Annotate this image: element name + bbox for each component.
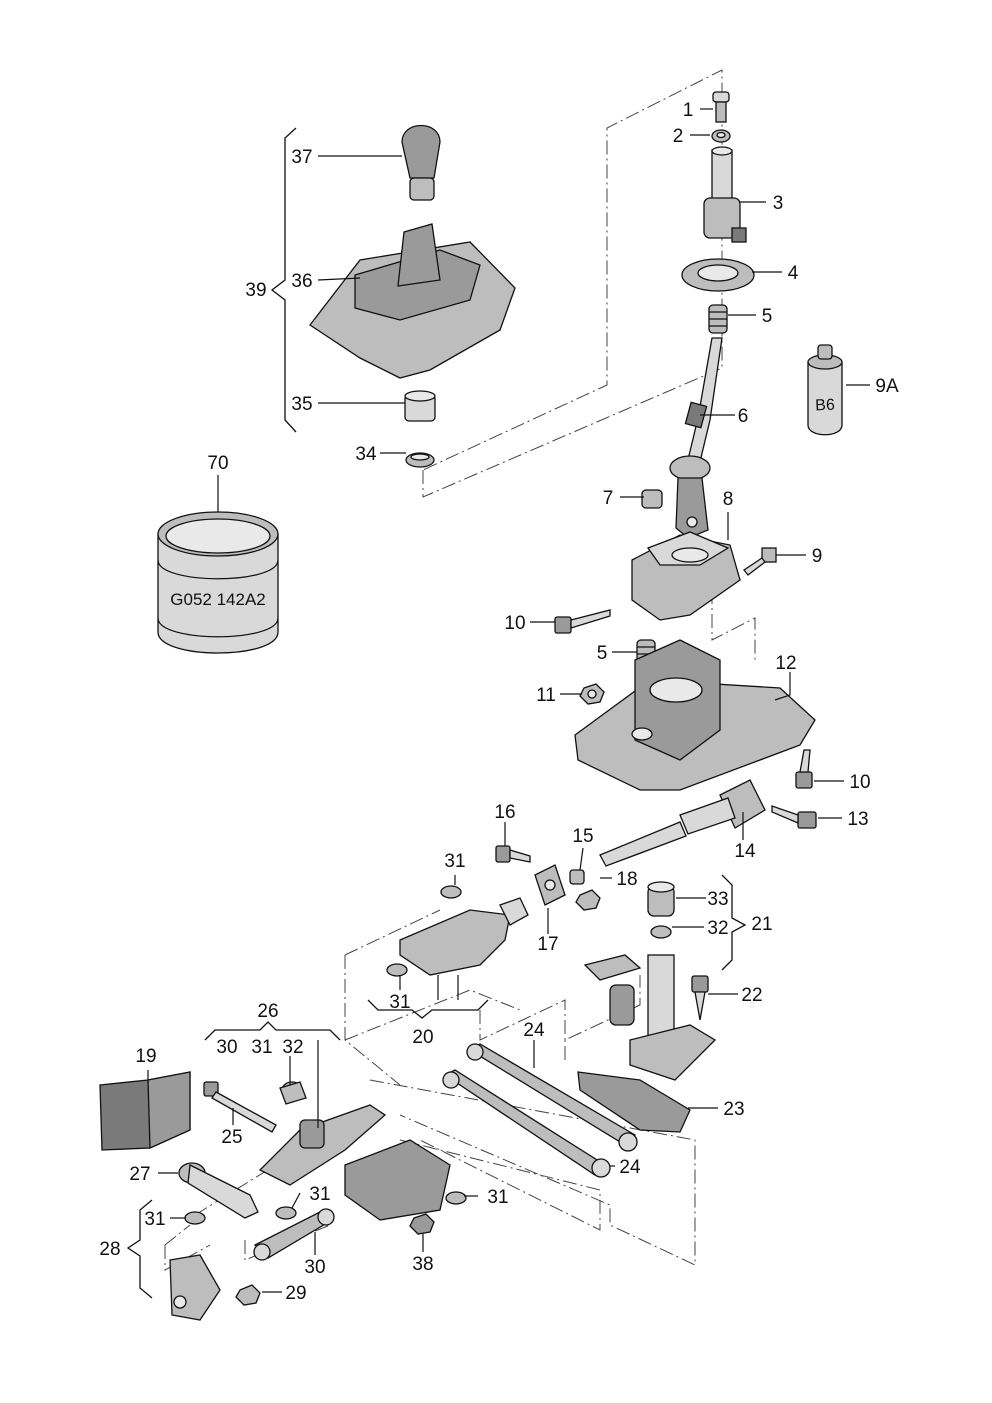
callout-6: 6	[738, 406, 749, 427]
callout-12: 12	[775, 653, 796, 674]
callout-31a: 31	[444, 851, 465, 872]
callout-14: 14	[734, 841, 756, 862]
callout-19: 19	[135, 1046, 156, 1067]
callout-11: 11	[536, 685, 556, 706]
callout-24b: 24	[619, 1157, 641, 1178]
callout-9A: 9A	[875, 376, 899, 397]
part-33-cap	[647, 881, 675, 917]
callout-10b: 10	[849, 772, 870, 793]
part-7-bushing	[641, 489, 663, 509]
callout-26: 26	[257, 1001, 278, 1022]
callout-31b: 31	[389, 992, 410, 1013]
callout-31c: 31	[251, 1037, 272, 1058]
callout-22: 22	[741, 985, 762, 1006]
part-11-nut	[579, 683, 605, 705]
part-37-gear-knob	[401, 124, 441, 201]
part-18-nut	[575, 889, 601, 911]
part-12-base-plate	[574, 639, 816, 791]
part-20-selector-bracket	[399, 897, 529, 976]
part-8-lever-housing	[631, 531, 741, 621]
bottle-label: B6	[815, 397, 835, 415]
callout-30b: 30	[304, 1257, 325, 1278]
part-31-washers	[184, 885, 467, 1225]
callout-27: 27	[129, 1164, 150, 1185]
part-32-washer-right	[650, 925, 672, 939]
callout-labels: 1 2 3 4 5 6 7 8 9 9A 10 5 11 12 10 13 14…	[99, 100, 899, 1304]
callout-34: 34	[355, 444, 377, 465]
callout-13: 13	[847, 809, 868, 830]
grease-can-label: G052 142A2	[170, 590, 265, 609]
part-24-link-rods	[442, 1043, 638, 1178]
part-13-bolt	[771, 805, 817, 829]
part-6-gear-lever	[669, 337, 723, 539]
callout-39: 39	[245, 280, 266, 301]
callout-5a: 5	[762, 306, 773, 327]
callout-20: 20	[412, 1027, 433, 1048]
part-lever-stand	[583, 954, 717, 1081]
part-9A-bottle: B6	[807, 344, 843, 436]
callout-25: 25	[221, 1127, 242, 1148]
part-22-screw	[691, 975, 709, 1021]
callout-31f: 31	[487, 1187, 508, 1208]
callout-32b: 32	[707, 918, 728, 939]
part-16-bolt	[495, 845, 531, 863]
part-34-clip	[405, 452, 435, 468]
callout-18: 18	[616, 869, 637, 890]
part-2-washer	[711, 129, 731, 143]
callout-24a: 24	[523, 1020, 545, 1041]
leader-lines	[147, 108, 870, 1293]
part-15-pin	[569, 869, 585, 885]
callout-28: 28	[99, 1239, 120, 1260]
part-27-lever	[178, 1162, 259, 1219]
callout-35: 35	[291, 394, 312, 415]
part-36-shift-boot	[309, 223, 516, 379]
part-5-spring-upper	[708, 304, 728, 334]
callout-70: 70	[207, 453, 228, 474]
part-10-screw-upper	[554, 609, 611, 634]
callout-29: 29	[285, 1283, 306, 1304]
callout-9: 9	[812, 546, 823, 567]
part-4-ring	[681, 258, 755, 292]
part-32-washer-left	[279, 1081, 307, 1105]
callout-33: 33	[707, 889, 728, 910]
callout-31e: 31	[144, 1209, 165, 1230]
callout-3: 3	[773, 193, 784, 214]
part-17-clamp	[534, 864, 566, 906]
callout-38: 38	[412, 1254, 433, 1275]
callout-37: 37	[291, 147, 312, 168]
part-38-nut	[409, 1213, 435, 1235]
callout-31d: 31	[309, 1184, 330, 1205]
callout-8: 8	[723, 489, 734, 510]
callout-1: 1	[683, 100, 694, 121]
part-23-lever-arm	[577, 1071, 691, 1133]
part-14-shift-rod	[599, 779, 766, 867]
part-28-relay-lever	[169, 1254, 221, 1321]
callout-16: 16	[494, 802, 515, 823]
callout-36: 36	[291, 271, 312, 292]
callout-7: 7	[603, 488, 614, 509]
callout-10a: 10	[504, 613, 525, 634]
callout-5b: 5	[597, 643, 608, 664]
callout-32a: 32	[282, 1037, 303, 1058]
part-9-screw	[743, 547, 777, 576]
callout-17: 17	[537, 934, 558, 955]
part-1-bolt	[712, 91, 730, 123]
callout-15: 15	[572, 826, 593, 847]
part-25-long-bolt	[203, 1081, 277, 1133]
braces	[126, 127, 747, 1299]
part-10-screw-lower	[795, 749, 813, 789]
callout-23: 23	[723, 1099, 744, 1120]
part-29-nut	[235, 1284, 261, 1306]
part-19-bracket	[99, 1071, 191, 1151]
part-30-link	[253, 1208, 335, 1261]
callout-2: 2	[673, 126, 684, 147]
part-3-sleeve	[703, 146, 747, 243]
callout-4: 4	[788, 263, 799, 284]
part-70-grease-can: G052 142A2	[157, 511, 279, 654]
callout-21: 21	[751, 914, 772, 935]
callout-30a: 30	[216, 1037, 237, 1058]
part-35-ring	[404, 390, 436, 422]
